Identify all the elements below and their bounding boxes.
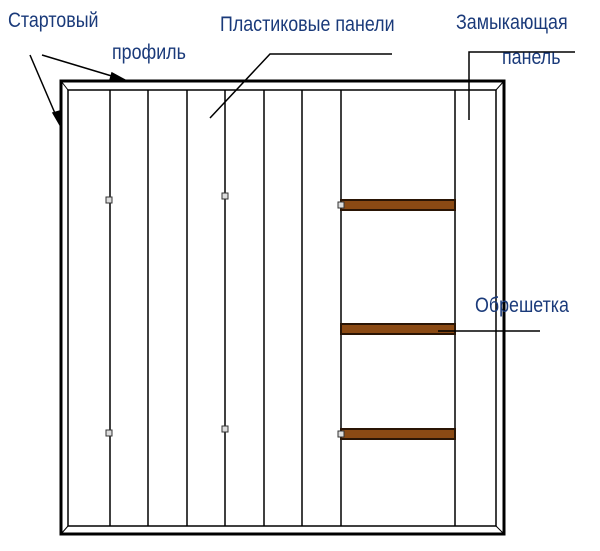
leader-line: [209, 53, 392, 119]
leader-line: [468, 51, 575, 120]
outer-frame: [59, 79, 506, 536]
inner-frame: [67, 89, 497, 527]
label-lathing: Обрешетка: [475, 294, 569, 317]
label-plastic-panels: Пластиковые панели: [220, 13, 395, 36]
label-start-profile: Стартовый: [8, 9, 99, 32]
frame-corner: [60, 525, 69, 535]
batten: [340, 323, 456, 335]
screw-icon: [337, 430, 345, 438]
label-closing-panel-2: панель: [502, 46, 561, 69]
batten: [340, 199, 456, 211]
frame-corner: [495, 80, 505, 91]
screw-icon: [105, 196, 113, 204]
frame-corner: [60, 80, 69, 91]
arrow-head-icon: [51, 110, 61, 128]
batten: [340, 428, 456, 440]
arrow-head-icon: [109, 71, 126, 81]
screw-icon: [337, 201, 345, 209]
screw-icon: [105, 429, 113, 437]
screw-icon: [221, 425, 229, 433]
label-start-profile-2: профиль: [112, 41, 186, 64]
frame-corner: [495, 525, 505, 535]
label-closing-panel: Замыкающая: [456, 11, 568, 34]
screw-icon: [221, 192, 229, 200]
